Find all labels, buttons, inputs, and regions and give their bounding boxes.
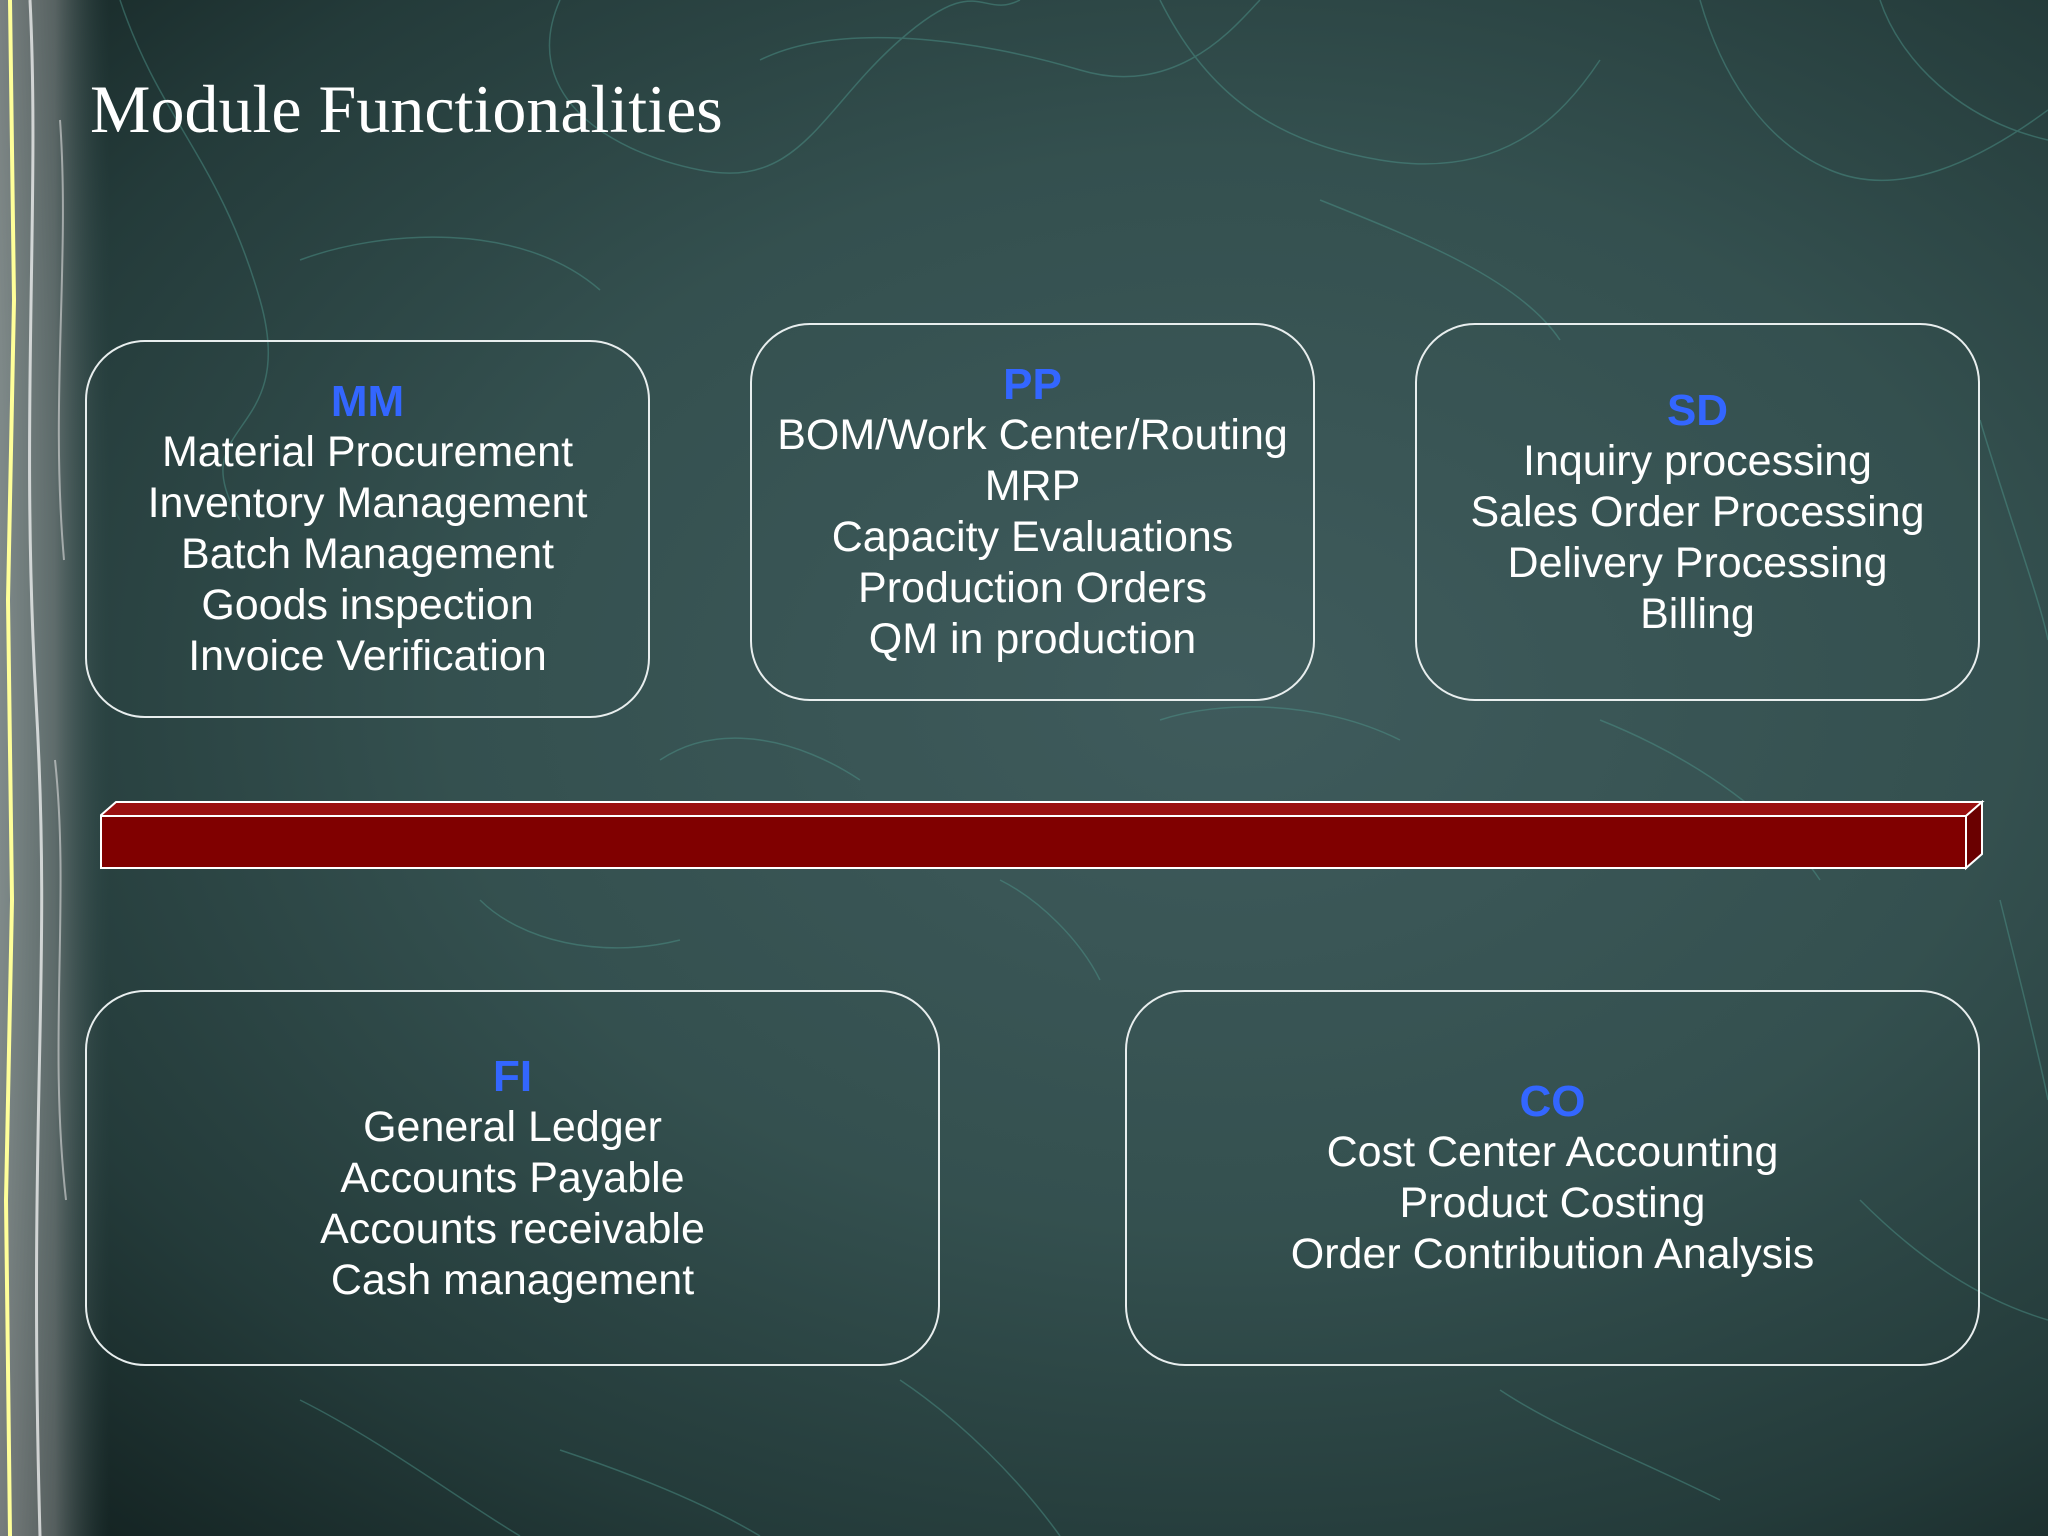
module-code-co: CO bbox=[1519, 1077, 1586, 1126]
module-item: Accounts receivable bbox=[320, 1204, 705, 1253]
module-item: General Ledger bbox=[363, 1102, 662, 1151]
module-item: Cash management bbox=[330, 1255, 695, 1304]
module-item: Inquiry processing bbox=[1523, 436, 1872, 485]
module-code-sd: SD bbox=[1666, 385, 1729, 435]
slide-title: Module Functionalities bbox=[90, 71, 723, 147]
module-item: MRP bbox=[984, 462, 1081, 510]
module-code-fi: FI bbox=[492, 1051, 533, 1101]
module-item: Goods inspection bbox=[201, 581, 534, 629]
module-item: Capacity Evaluations bbox=[831, 513, 1234, 561]
module-item: Cost Center Accounting bbox=[1326, 1128, 1779, 1176]
module-item: BOM/Work Center/Routing bbox=[777, 411, 1288, 459]
module-code-mm: MM bbox=[330, 377, 405, 426]
module-item: Delivery Processing bbox=[1507, 538, 1888, 587]
module-item: Order Contribution Analysis bbox=[1290, 1230, 1815, 1278]
module-box-co: CO Cost Center Accounting Product Costin… bbox=[1125, 990, 1980, 1366]
module-item: Material Procurement bbox=[161, 428, 574, 476]
module-item: Batch Management bbox=[181, 530, 554, 578]
module-box-mm: MM Material Procurement Inventory Manage… bbox=[85, 340, 650, 718]
module-item: Billing bbox=[1640, 589, 1755, 638]
module-item: Invoice Verification bbox=[188, 632, 547, 680]
module-box-pp: PP BOM/Work Center/Routing MRP Capacity … bbox=[750, 323, 1315, 701]
module-item: Production Orders bbox=[858, 564, 1207, 612]
module-item: Inventory Management bbox=[147, 479, 588, 527]
module-item: Accounts Payable bbox=[340, 1153, 685, 1202]
decorative-left-strip bbox=[0, 0, 110, 1536]
module-item: Sales Order Processing bbox=[1470, 487, 1925, 536]
integration-bar bbox=[100, 800, 1985, 871]
module-box-sd: SD Inquiry processing Sales Order Proces… bbox=[1415, 323, 1980, 701]
module-item: Product Costing bbox=[1399, 1179, 1706, 1227]
module-item: QM in production bbox=[868, 615, 1197, 663]
module-box-fi: FI General Ledger Accounts Payable Accou… bbox=[85, 990, 940, 1366]
module-code-pp: PP bbox=[1003, 360, 1062, 409]
